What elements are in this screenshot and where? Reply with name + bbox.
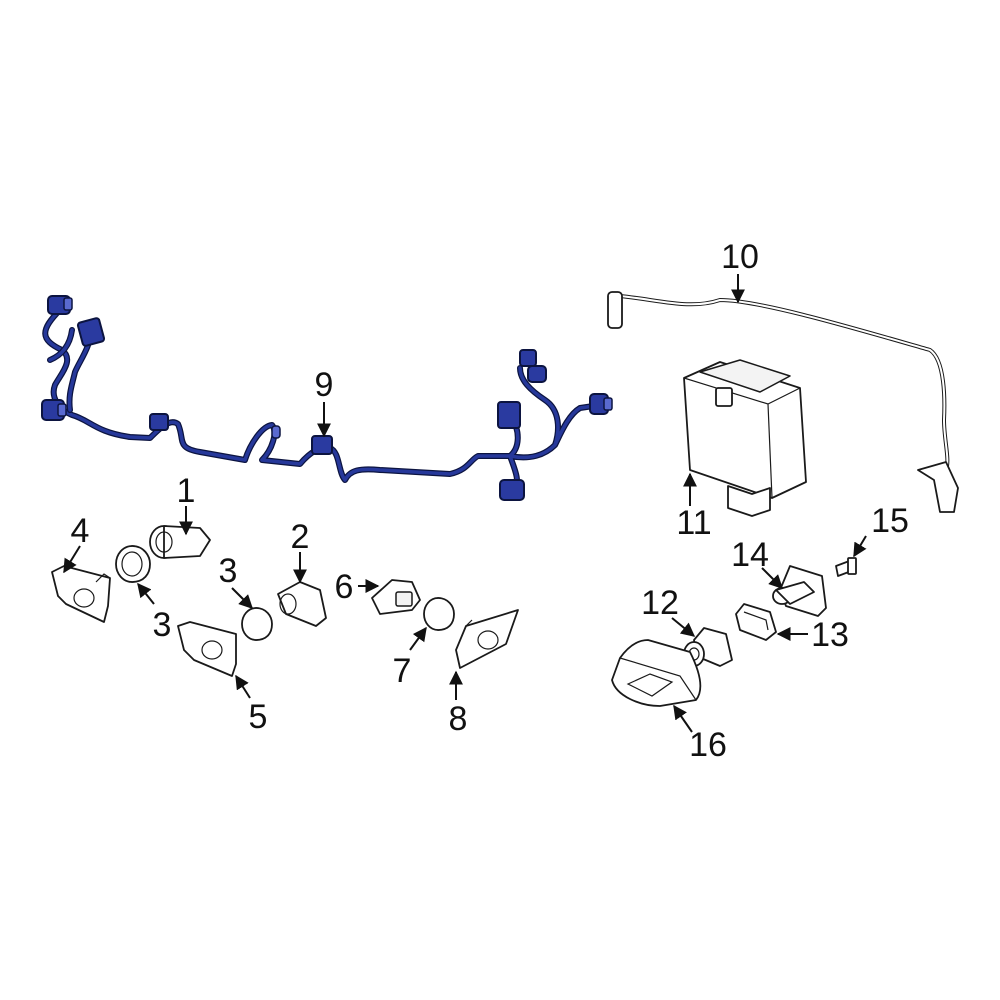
part-3-sensor-lower[interactable] — [241, 607, 273, 641]
callout-4: 4 — [71, 512, 90, 550]
callout-8: 8 — [449, 700, 468, 738]
callout-15: 15 — [871, 502, 909, 540]
connector-9 — [311, 435, 333, 455]
part-3-sensor-upper[interactable] — [115, 545, 151, 583]
callout-2: 2 — [291, 518, 310, 556]
part-2-sensor[interactable] — [277, 581, 327, 627]
callout-10: 10 — [721, 238, 759, 276]
leader-14 — [761, 567, 783, 589]
harness-connectors — [41, 295, 613, 501]
part-16-housing[interactable] — [611, 639, 702, 707]
part-4-bracket[interactable] — [51, 565, 111, 623]
part-7-sensor[interactable] — [423, 597, 455, 631]
leader-4 — [63, 545, 81, 574]
leader-3b — [137, 582, 155, 605]
leader-16 — [673, 704, 693, 733]
callout-7: 7 — [393, 652, 412, 690]
connector-right-bottom — [499, 479, 525, 501]
leader-7 — [409, 626, 427, 651]
part-6-sensor[interactable] — [371, 579, 421, 615]
part-11-control-module[interactable] — [683, 359, 807, 517]
part-14-bracket[interactable] — [772, 565, 827, 617]
callout-3a: 3 — [219, 552, 238, 590]
part-8-bracket[interactable] — [455, 609, 519, 669]
callout-1: 1 — [177, 472, 196, 510]
part-5-bracket[interactable] — [177, 621, 237, 677]
callout-12: 12 — [641, 584, 679, 622]
leader-lines — [63, 274, 867, 733]
connector-right-top — [519, 349, 537, 367]
leader-5 — [235, 674, 251, 699]
leader-12 — [671, 617, 696, 637]
callout-5: 5 — [249, 698, 268, 736]
connector-right-square — [497, 401, 521, 429]
wiring-harness[interactable] — [41, 295, 613, 501]
part-15-bolt[interactable] — [835, 557, 857, 577]
leader-3a — [231, 587, 253, 609]
part-13-bezel[interactable] — [735, 603, 777, 641]
leader-15 — [853, 535, 867, 558]
callout-14: 14 — [731, 536, 769, 574]
harness-wires — [42, 307, 603, 495]
callout-13: 13 — [811, 616, 849, 654]
callout-11: 11 — [676, 504, 711, 542]
part-10-sensor-cable[interactable] — [607, 291, 959, 513]
callout-3b: 3 — [153, 606, 172, 644]
connector-small-plug — [271, 425, 281, 439]
callout-numbers: 1 2 3 3 4 5 6 7 8 9 10 11 12 13 14 15 16 — [71, 238, 909, 764]
callout-6: 6 — [335, 568, 354, 606]
callout-9: 9 — [315, 366, 334, 404]
part-1-sensor[interactable] — [149, 525, 211, 559]
connector-mid-left — [149, 413, 169, 431]
callout-16: 16 — [689, 726, 727, 764]
connector-left-square — [76, 317, 106, 347]
